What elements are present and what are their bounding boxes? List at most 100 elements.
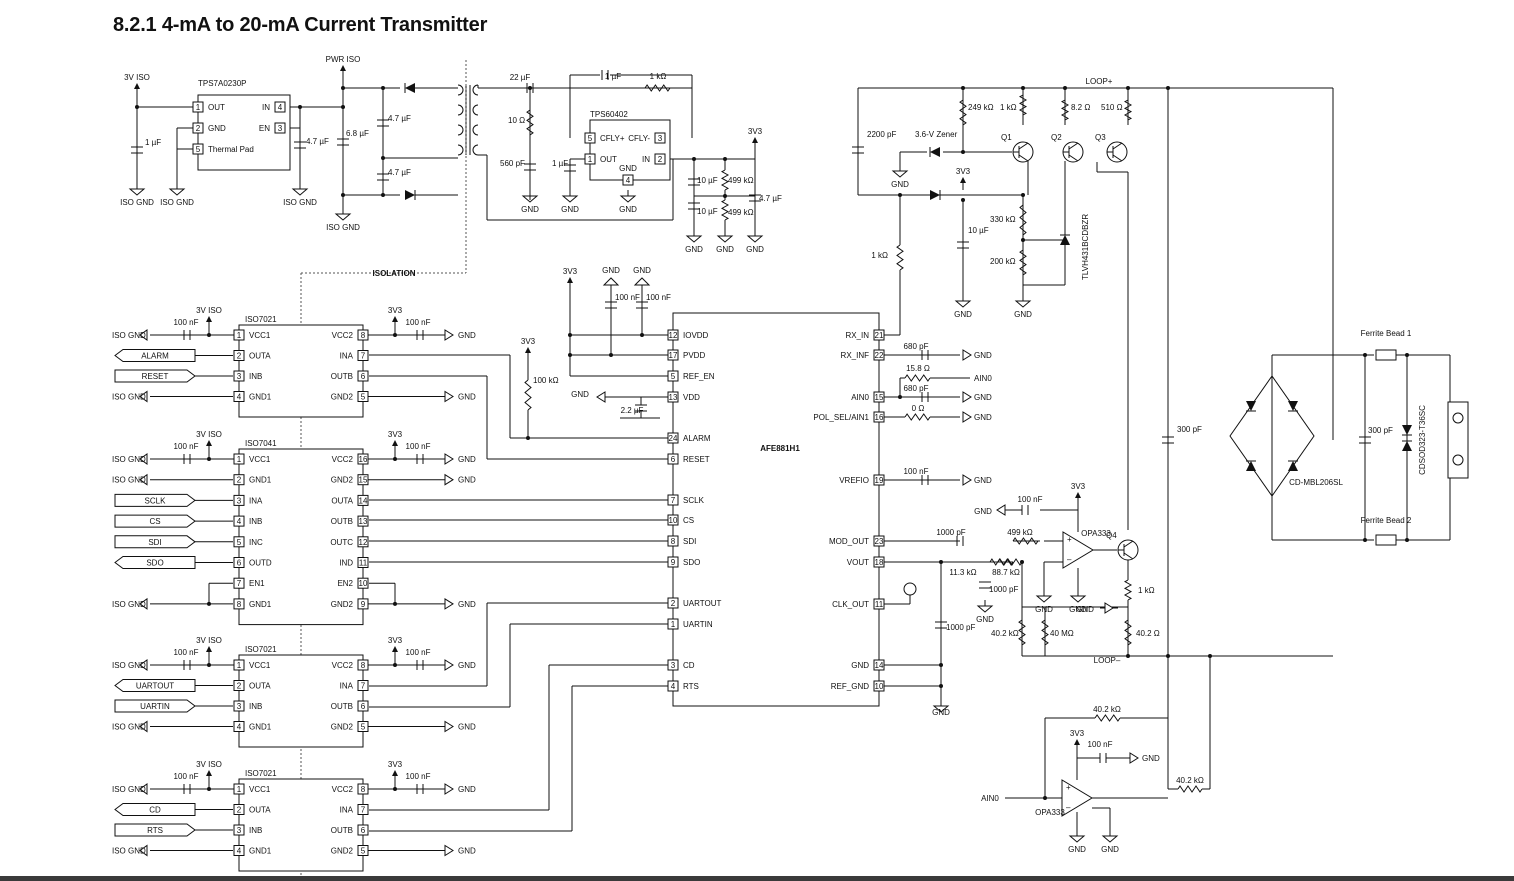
junction xyxy=(961,86,965,90)
pin-label: OUTA xyxy=(249,806,271,815)
wire xyxy=(997,558,1023,566)
pin-number: 7 xyxy=(237,579,242,588)
label: GND xyxy=(1076,605,1094,614)
pin-label: GND2 xyxy=(331,847,354,856)
pin-box xyxy=(233,598,245,610)
pin-label: GND1 xyxy=(249,600,272,609)
pin-label: VREFIO xyxy=(839,476,869,485)
label: GND xyxy=(932,708,950,717)
pin-number: 4 xyxy=(278,103,283,112)
pin-number: 10 xyxy=(875,682,884,691)
ground-icon xyxy=(1035,595,1053,603)
bottom-scrollbar[interactable] xyxy=(0,876,1514,881)
power-arrow-icon xyxy=(960,177,966,183)
pin-label: INA xyxy=(340,806,354,815)
ground-label: GND xyxy=(561,205,579,214)
wire xyxy=(1068,142,1079,150)
ground-icon xyxy=(561,195,579,203)
capacitor-value: 1 µF xyxy=(552,159,568,168)
pin-label: EN1 xyxy=(249,579,265,588)
pin-number: 7 xyxy=(361,682,366,691)
ground-icon xyxy=(954,300,972,308)
capacitor-value: 100 nF xyxy=(174,442,199,451)
label: GND xyxy=(974,413,992,422)
power-arrow-icon xyxy=(206,770,212,776)
pin-label: GND1 xyxy=(249,723,272,732)
pin-number: 16 xyxy=(359,455,368,464)
pin-number: 15 xyxy=(359,476,368,485)
q4-transistor xyxy=(1117,539,1139,561)
pin-label: CS xyxy=(683,516,694,525)
pin-box xyxy=(584,132,596,144)
opamp-icon xyxy=(1061,779,1093,817)
power-label: 3V ISO xyxy=(196,430,222,439)
capacitor-value: 100 nF xyxy=(406,442,431,451)
pin-box xyxy=(357,700,369,712)
net-label: GND xyxy=(458,455,476,464)
wire xyxy=(896,244,904,271)
label: Ferrite Bead 1 xyxy=(1361,329,1412,338)
pin-number: 3 xyxy=(237,496,242,505)
gnd-port-icon xyxy=(596,391,606,403)
power-label: 3V3 xyxy=(521,337,536,346)
junction xyxy=(207,663,211,667)
pin-number: 23 xyxy=(875,537,884,546)
ground-label: GND xyxy=(521,205,539,214)
pin-label: RX_INF xyxy=(841,351,870,360)
resistor-value: 8.2 Ω xyxy=(1071,103,1090,112)
pin-number: 4 xyxy=(237,723,242,732)
wire xyxy=(1018,154,1029,162)
pin-box xyxy=(274,122,286,134)
iso1-body xyxy=(238,324,364,418)
pin-label: VCC1 xyxy=(249,661,271,670)
label: GND xyxy=(619,164,637,173)
diode-icon xyxy=(1246,461,1256,471)
pin-label: UARTIN xyxy=(683,620,713,629)
ground-icon xyxy=(633,277,651,286)
gnd-port-icon xyxy=(962,411,972,423)
wire xyxy=(1123,540,1134,548)
pin-number: 10 xyxy=(669,516,678,525)
pin-box xyxy=(233,783,245,795)
net-label: ISO GND xyxy=(112,476,146,485)
pin-box xyxy=(274,101,286,113)
junction xyxy=(341,86,345,90)
power-arrow-icon xyxy=(392,440,398,446)
capacitor-value: 1 µF xyxy=(605,72,621,81)
signal-name: CS xyxy=(149,517,160,526)
pin-box xyxy=(873,329,885,341)
pin-label: AIN0 xyxy=(851,393,869,402)
junction xyxy=(1405,538,1409,542)
reference-label: TLVH431BCDBZR xyxy=(1081,214,1090,280)
net-label: ISO GND xyxy=(112,723,146,732)
wire xyxy=(524,379,532,411)
power-arrow-icon xyxy=(752,137,758,143)
capacitor-value: 10 µF xyxy=(968,226,989,235)
junction xyxy=(1363,353,1367,357)
label: OUT xyxy=(600,155,617,164)
pin-box xyxy=(233,845,245,856)
iso4-body xyxy=(238,778,364,872)
junction xyxy=(298,105,302,109)
components xyxy=(114,65,1469,872)
label: CFLY+ xyxy=(600,134,625,143)
net-label: ISO GND xyxy=(112,393,146,402)
pin-box xyxy=(357,474,369,486)
pin-label: VCC2 xyxy=(332,661,354,670)
iso-gnd-icon xyxy=(139,390,148,403)
pin-label: GND1 xyxy=(249,476,272,485)
pin-label: REF_GND xyxy=(831,682,869,691)
junction xyxy=(393,333,397,337)
pin-number: 8 xyxy=(361,785,366,794)
pin-number: 8 xyxy=(361,331,366,340)
power-label: 3V3 xyxy=(388,306,403,315)
pin-box xyxy=(873,391,885,403)
pin-box xyxy=(357,370,369,382)
resistor-value: 330 kΩ xyxy=(990,215,1016,224)
power-label: 3V ISO xyxy=(124,73,150,82)
transistor-label: Q1 xyxy=(1001,133,1012,142)
terminal-screw-icon xyxy=(1452,454,1464,466)
pin-box xyxy=(233,721,245,732)
pin-label: UARTOUT xyxy=(683,599,721,608)
junction xyxy=(341,105,345,109)
